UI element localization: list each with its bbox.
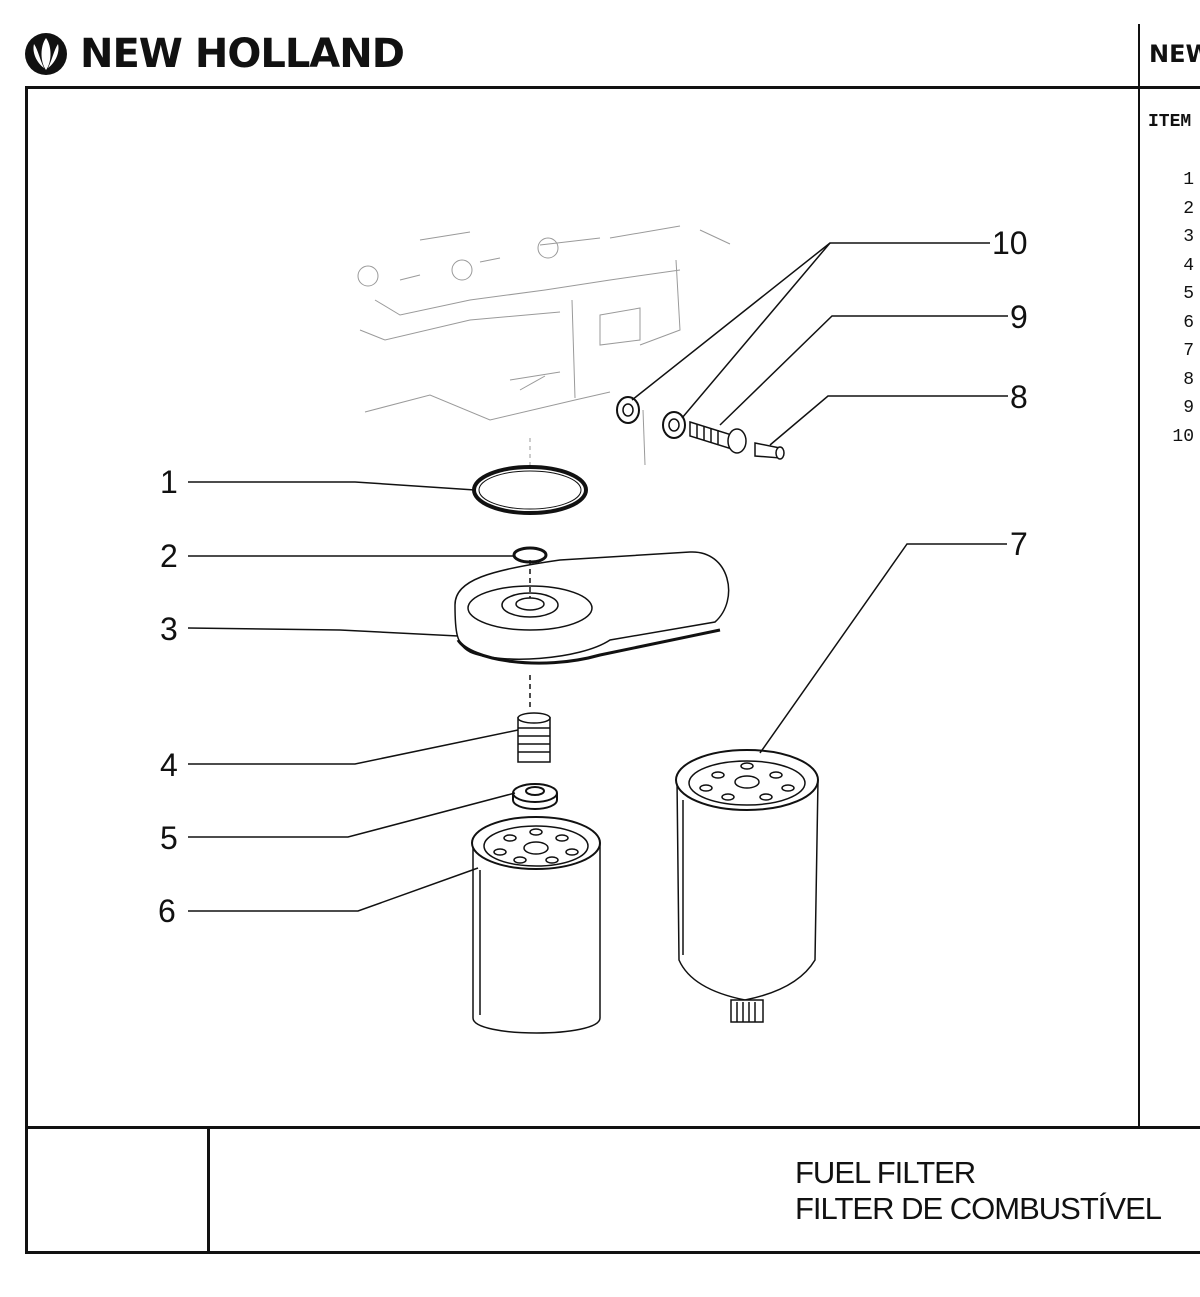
leader-lines — [187, 242, 1008, 912]
item-column-divider — [1138, 24, 1140, 1126]
brand-name-partial: NEW — [1149, 40, 1200, 68]
item-number: 5 — [1183, 284, 1194, 304]
part-seal-washer — [512, 783, 558, 810]
item-number: 7 — [1183, 341, 1194, 361]
callout-labels: 1 2 3 4 5 6 7 8 9 10 — [158, 225, 1028, 929]
item-column-header: ITEM — [1148, 112, 1192, 132]
item-number: 9 — [1183, 398, 1194, 418]
part-bolt-assembly — [616, 396, 785, 460]
engine-block-outline — [357, 225, 731, 470]
item-number: 4 — [1183, 255, 1194, 276]
part-filter-cartridge — [471, 816, 601, 1034]
item-number: 6 — [1183, 312, 1194, 333]
part-water-separator-filter — [675, 749, 819, 1023]
item-number: 2 — [1183, 198, 1194, 219]
item-number: 10 — [1172, 426, 1194, 447]
part-filter-head — [454, 551, 730, 710]
callout-4: 4 — [160, 747, 178, 783]
item-number-list: 1 2 3 4 5 6 7 8 9 10 — [1160, 166, 1194, 451]
callout-8: 8 — [1010, 379, 1028, 415]
title-block-divider — [25, 1126, 1200, 1129]
callout-10: 10 — [992, 225, 1028, 261]
part-small-washer — [512, 546, 548, 564]
callout-3: 3 — [160, 611, 178, 647]
title-block: FUEL FILTER FILTER DE COMBUSTÍVEL — [795, 1155, 1162, 1227]
part-o-ring — [472, 465, 588, 515]
callout-1: 1 — [160, 464, 178, 500]
part-threaded-nipple — [517, 712, 551, 763]
item-number: 8 — [1183, 369, 1194, 390]
callout-9: 9 — [1010, 299, 1028, 335]
item-number: 1 — [1183, 170, 1194, 190]
brand-name: NEW HOLLAND — [80, 31, 405, 77]
title-portuguese: FILTER DE COMBUSTÍVEL — [795, 1191, 1162, 1226]
title-block-cell-divider — [207, 1126, 210, 1254]
callout-5: 5 — [160, 820, 178, 856]
callout-7: 7 — [1010, 526, 1028, 562]
drawing-frame — [25, 86, 1200, 1254]
title-english: FUEL FILTER — [795, 1155, 976, 1190]
new-holland-leaf-logo-icon — [25, 33, 67, 75]
callout-6: 6 — [158, 893, 176, 929]
item-number: 3 — [1183, 227, 1194, 247]
brand-header: NEW HOLLAND — [22, 30, 405, 78]
callout-2: 2 — [160, 538, 178, 574]
